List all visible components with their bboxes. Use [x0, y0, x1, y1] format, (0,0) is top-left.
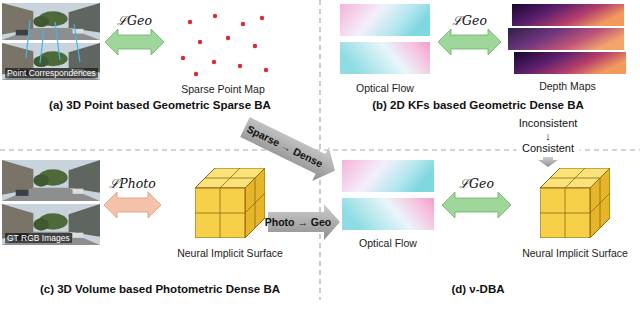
street-images-c [2, 160, 100, 245]
loss-label: ℒGeo [459, 175, 494, 192]
voxel-cube [540, 168, 610, 238]
optical-flow-b [340, 4, 430, 74]
double-arrow [105, 29, 164, 55]
node-label: Optical Flow [336, 82, 434, 95]
arrow-label: Sparse → Dense [245, 122, 325, 169]
loss-label: ℒGeo [117, 12, 152, 29]
surface-panel: Neural Implicit Surface [515, 165, 635, 260]
node-label: Neural Implicit Surface [165, 247, 295, 260]
street-images-a [2, 3, 100, 80]
arrow-label: Photo → Geo [265, 216, 332, 228]
point-map: Sparse Point Map [168, 10, 278, 96]
image-panel: Point Correspondences [2, 3, 101, 81]
grey-arrow [237, 110, 344, 188]
panel-caption: (d) ν-DBA [451, 283, 504, 296]
depth-maps [508, 4, 626, 74]
flow-panel: Optical Flow [338, 158, 438, 250]
loss-label: ℒPhoto [109, 175, 156, 192]
panel-caption: (b) 2D KFs based Geometric Dense BA [372, 99, 584, 112]
flow-panel: Optical Flow [336, 3, 434, 95]
node-label: Depth Maps [505, 80, 630, 93]
double-arrow [442, 192, 511, 218]
node-label: Sparse Point Map [168, 83, 278, 96]
double-arrow [104, 192, 161, 218]
node-label: GT RGB Images [5, 233, 72, 243]
voxel-cube [195, 168, 265, 238]
double-arrow [438, 29, 501, 55]
node-label: Optical Flow [338, 237, 438, 250]
node-label: Neural Implicit Surface [515, 247, 635, 260]
panel-caption: (c) 3D Volume based Photometric Dense BA [40, 283, 280, 296]
surface-panel: Neural Implicit Surface [165, 165, 295, 260]
sparse-points [181, 14, 268, 76]
grey-arrow [538, 157, 558, 167]
transition-note: Inconsistent ↓ Consistent [517, 117, 580, 155]
image-panel: GT RGB Images [2, 158, 100, 246]
node-label: Point Correspondences [5, 68, 98, 78]
loss-label: ℒGeo [452, 12, 487, 29]
optical-flow-d [342, 160, 434, 230]
depth-panel: Depth Maps [505, 3, 630, 93]
panel-caption: (a) 3D Point based Geometric Sparse BA [49, 99, 271, 112]
divider-lines [0, 0, 640, 300]
